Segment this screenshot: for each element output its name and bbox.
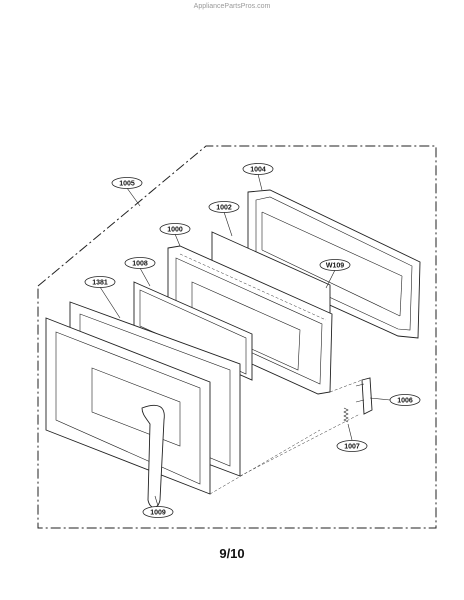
svg-text:1005: 1005 [119,181,135,188]
callout-W109: W109 [319,259,351,271]
svg-text:1007: 1007 [344,444,360,451]
svg-text:1002: 1002 [216,205,232,212]
callout-1000: 1000 [159,223,191,235]
part-1008-screen [133,281,253,381]
svg-text:1009: 1009 [150,510,166,517]
part-1006-latch [355,377,373,415]
callout-1002: 1002 [208,201,240,213]
page-number: 9/10 [219,546,245,561]
callout-1005: 1005 [111,177,143,189]
svg-text:W109: W109 [326,263,344,270]
svg-text:1000: 1000 [167,227,183,234]
svg-text:1004: 1004 [250,167,266,174]
svg-text:1381: 1381 [92,280,108,287]
svg-text:1008: 1008 [132,261,148,268]
assembly-boundary [37,145,437,529]
callout-1381: 1381 [84,276,116,288]
svg-text:1006: 1006 [397,398,413,405]
watermark: AppliancePartsPros.com [193,3,271,10]
callout-1007: 1007 [336,440,368,452]
callout-1004: 1004 [242,163,274,175]
part-1007-spring [343,407,349,423]
callout-1009: 1009 [142,506,174,518]
callout-1006: 1006 [389,394,421,406]
callout-1008: 1008 [124,257,156,269]
